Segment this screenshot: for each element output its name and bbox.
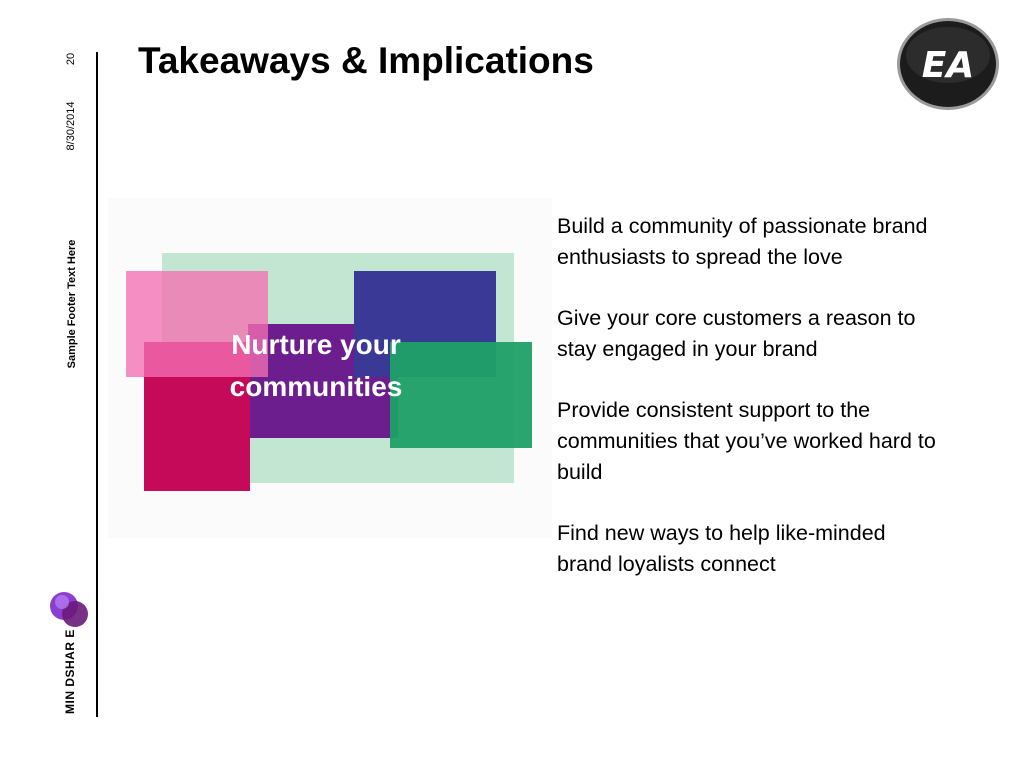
page-number: 20: [65, 52, 77, 66]
vertical-divider: [96, 52, 98, 717]
takeaway-item: Give your core customers a reason to sta…: [557, 306, 916, 361]
slide-date: 8/30/2014: [65, 101, 77, 151]
green-block: [390, 342, 532, 448]
takeaway-item: Provide consistent support to the commun…: [557, 398, 936, 484]
takeaway-item: Build a community of passionate brand en…: [557, 214, 928, 269]
slide-title: Takeaways & Implications: [138, 40, 594, 81]
mindshare-wordmark: MIN DSHAR E: [63, 629, 77, 714]
ea-logo-icon: EA: [897, 18, 999, 110]
takeaways-list: Build a community of passionate brand en…: [557, 211, 942, 610]
takeaway-item: Find new ways to help like-minded brand …: [557, 521, 886, 576]
community-graphic: Nurture your communities: [108, 198, 552, 538]
footer-text: Sample Footer Text Here: [66, 239, 78, 369]
graphic-label: Nurture your communities: [229, 329, 403, 402]
pink-block: [126, 271, 268, 377]
ea-logo-text: EA: [922, 45, 974, 86]
mindshare-logo-icon: [50, 592, 88, 627]
